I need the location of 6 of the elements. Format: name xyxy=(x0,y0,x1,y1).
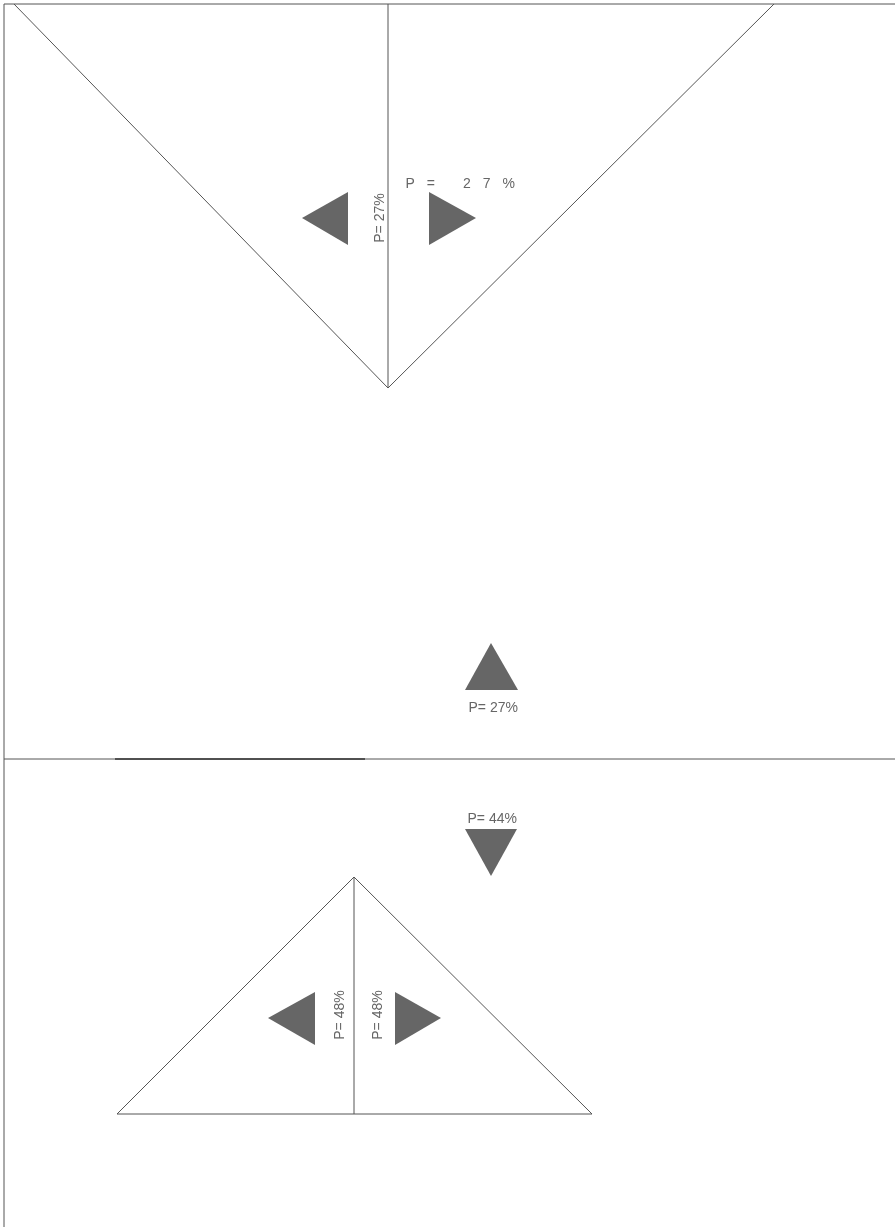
percentage-label: P= 27% xyxy=(370,193,387,243)
percentage-label: P= 27% xyxy=(405,175,527,191)
percentage-label: P= 44% xyxy=(467,810,517,826)
percentage-label: P= 27% xyxy=(468,699,518,715)
percentage-label: P= 48% xyxy=(330,990,347,1040)
percentage-label: P= 48% xyxy=(368,990,385,1040)
